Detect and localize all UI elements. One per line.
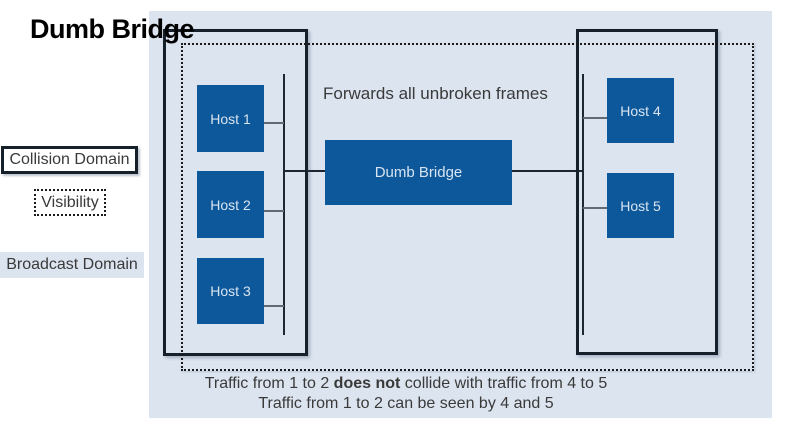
- host-4-label: Host 4: [620, 102, 661, 119]
- dumb-bridge-node: Dumb Bridge: [325, 140, 512, 205]
- legend-collision-domain-label: Collision Domain: [9, 151, 130, 168]
- host-2-label: Host 2: [210, 196, 251, 213]
- right-segment-bus-line: [582, 74, 584, 335]
- host-3-node: Host 3: [197, 258, 264, 324]
- legend-collision-domain: Collision Domain: [1, 146, 138, 174]
- host-5-node: Host 5: [607, 173, 674, 238]
- caption-line-1: Traffic from 1 to 2 does not collide wit…: [106, 374, 706, 394]
- host-4-node: Host 4: [607, 78, 674, 143]
- host-2-node: Host 2: [197, 171, 264, 238]
- bridge-annotation: Forwards all unbroken frames: [323, 84, 548, 103]
- left-segment-bus-line: [283, 74, 285, 335]
- caption-line-2: Traffic from 1 to 2 can be seen by 4 and…: [258, 395, 554, 412]
- caption-line-1-prefix: Traffic from 1 to 2: [204, 375, 334, 392]
- host-4-link-line: [583, 117, 608, 119]
- legend-broadcast-domain-label: Broadcast Domain: [6, 256, 138, 273]
- host-2-link-line: [262, 210, 284, 212]
- host-3-label: Host 3: [210, 283, 251, 299]
- page-title: Dumb Bridge: [30, 14, 195, 44]
- legend-visibility-label: Visibility: [41, 193, 99, 211]
- host-1-link-line: [264, 122, 284, 124]
- caption-block: Traffic from 1 to 2 does not collide wit…: [106, 374, 706, 414]
- host-3-link-line: [264, 305, 284, 307]
- caption-line-1-suffix: collide with traffic from 4 to 5: [400, 375, 608, 392]
- host-1-node: Host 1: [197, 85, 264, 152]
- legend-visibility: Visibility: [34, 189, 106, 216]
- host-1-label: Host 1: [210, 110, 251, 127]
- dumb-bridge-label: Dumb Bridge: [374, 164, 463, 181]
- caption-line-1-bold: does not: [333, 375, 401, 392]
- host-5-link-line: [583, 207, 608, 209]
- legend-broadcast-domain: Broadcast Domain: [0, 252, 144, 278]
- host-5-label: Host 5: [620, 197, 661, 214]
